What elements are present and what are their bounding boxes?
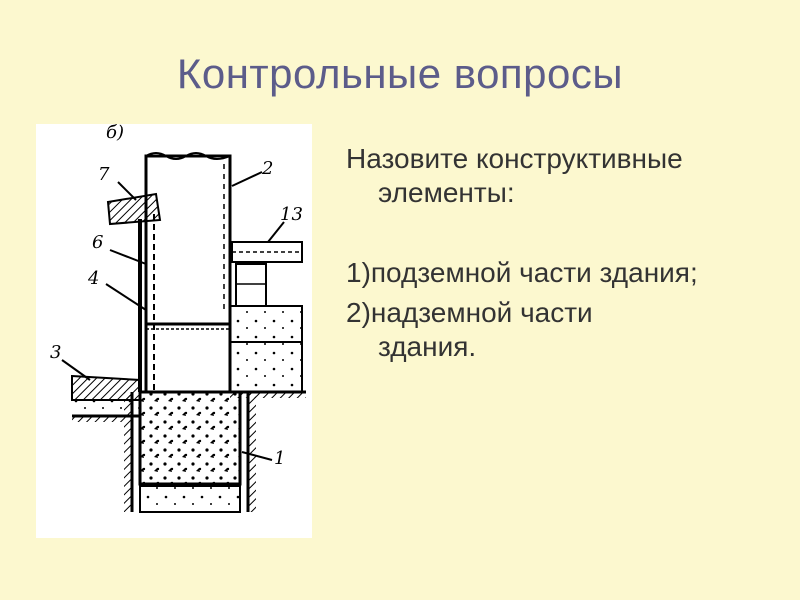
cornice-element xyxy=(106,192,162,226)
figure-label-7: 7 xyxy=(98,164,110,185)
foundation-drawing: б) 7 2 6 4 3 13 1 xyxy=(36,124,312,538)
leader-lines xyxy=(61,171,285,461)
figure-label-1: 1 xyxy=(274,448,285,469)
prompt: Назовите конструктивные элементы: xyxy=(346,142,796,210)
question-item-1: 1)подземной части здания; xyxy=(346,257,698,288)
slide-title: Контрольные вопросы xyxy=(176,50,624,97)
questions-block: Назовите конструктивные элементы: 1)подз… xyxy=(346,142,796,386)
blind-area xyxy=(71,374,141,422)
floor-structure xyxy=(229,241,306,398)
prompt-line-2: элементы: xyxy=(378,177,515,208)
figure-label-3: 3 xyxy=(50,342,61,363)
figure-label-6: 6 xyxy=(92,232,103,253)
figure-label-2: 2 xyxy=(261,158,273,179)
figure-label-b: б) xyxy=(106,124,124,143)
foundation-wall xyxy=(138,152,232,394)
footing xyxy=(124,390,256,513)
prompt-line-1: Назовите конструктивные xyxy=(346,143,683,174)
figure-label-4: 4 xyxy=(87,268,99,289)
question-item-2-line-1: 2)надземной части xyxy=(346,297,593,328)
question-item-2-line-2: здания. xyxy=(378,331,477,362)
figure-label-13: 13 xyxy=(280,204,303,225)
question-item-2: 2)надземной части здания. xyxy=(346,296,796,364)
